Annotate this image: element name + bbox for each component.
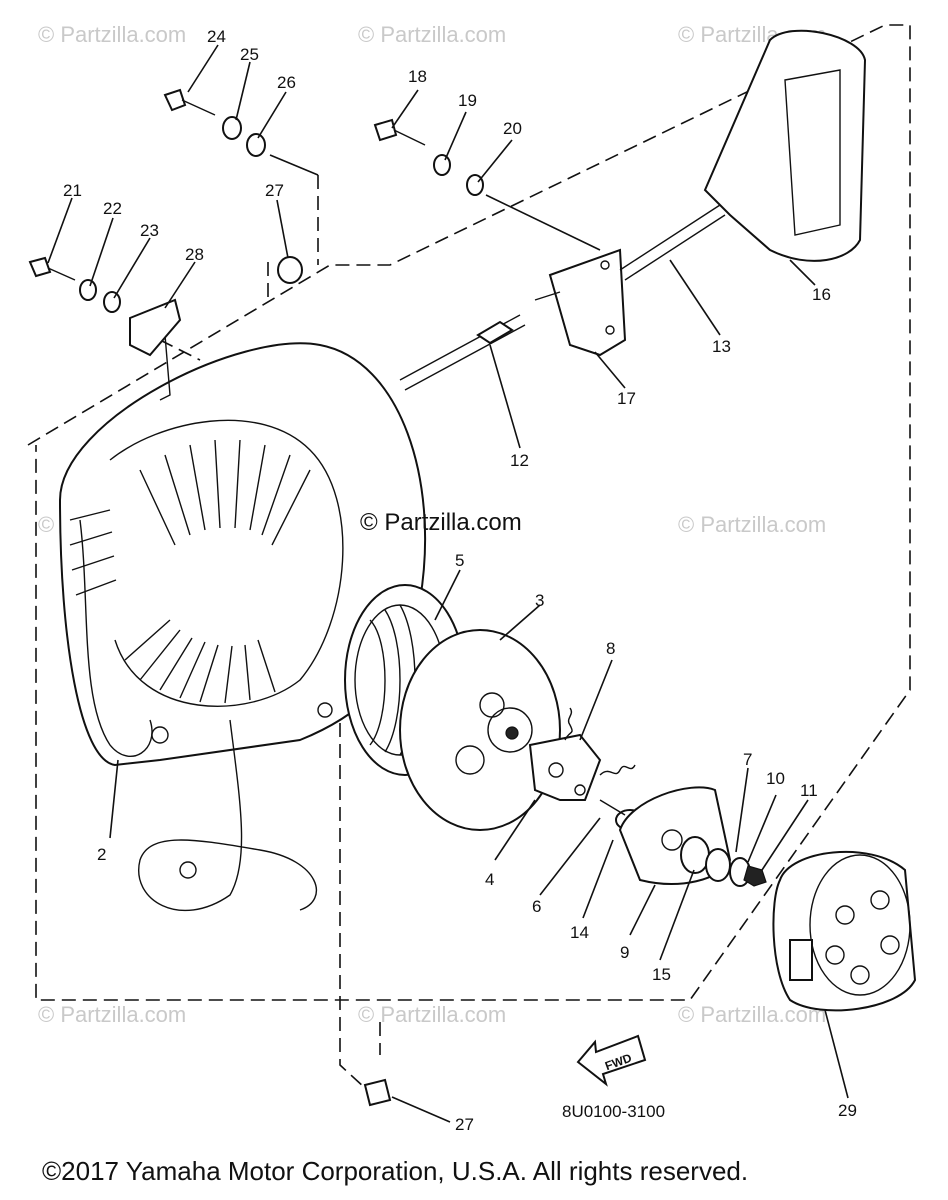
callout-9: 9 bbox=[620, 943, 629, 962]
callout-22: 22 bbox=[103, 199, 122, 218]
callout-18: 18 bbox=[408, 67, 427, 86]
watermark: © Partzilla.com bbox=[358, 22, 506, 47]
callout-7: 7 bbox=[743, 750, 752, 769]
callout-23: 23 bbox=[140, 221, 159, 240]
callout-21: 21 bbox=[63, 181, 82, 200]
callout-27-bottom: 27 bbox=[455, 1115, 474, 1134]
callout-27-top: 27 bbox=[265, 181, 284, 200]
copyright-footer: ©2017 Yamaha Motor Corporation, U.S.A. A… bbox=[42, 1156, 748, 1186]
center-watermark: © Partzilla.com bbox=[360, 509, 522, 536]
leader-lines bbox=[47, 44, 849, 1123]
callout-11: 11 bbox=[800, 781, 818, 800]
starter-cap bbox=[772, 850, 917, 1012]
fan-fins bbox=[69, 439, 311, 704]
watermark: © Partzilla.com bbox=[358, 1002, 506, 1027]
ground-wire bbox=[138, 719, 317, 912]
callout-14: 14 bbox=[570, 923, 589, 942]
diagram-part-number: 8U0100-3100 bbox=[562, 1102, 665, 1121]
fwd-arrow-icon: FWD bbox=[576, 1034, 647, 1087]
callout-8: 8 bbox=[606, 639, 615, 658]
callout-20: 20 bbox=[503, 119, 522, 138]
callout-24: 24 bbox=[207, 27, 226, 46]
watermark: © Partzilla.com bbox=[678, 512, 826, 537]
callout-10: 10 bbox=[766, 769, 785, 788]
callout-2: 2 bbox=[97, 845, 106, 864]
callout-28: 28 bbox=[185, 245, 204, 264]
callout-16: 16 bbox=[812, 285, 831, 304]
cable-bracket bbox=[534, 248, 627, 357]
callout-5: 5 bbox=[455, 551, 464, 570]
starter-handle bbox=[619, 29, 867, 281]
watermark: © Partzilla.com bbox=[38, 1002, 186, 1027]
starter-case bbox=[58, 334, 427, 767]
callout-29: 29 bbox=[838, 1101, 857, 1120]
callout-labels: 2 3 4 5 6 7 8 9 10 11 12 13 14 15 16 17 … bbox=[63, 27, 857, 1134]
pawl-assembly bbox=[528, 707, 602, 801]
callout-19: 19 bbox=[458, 91, 477, 110]
watermark: © Partzilla.com bbox=[38, 22, 186, 47]
callout-25: 25 bbox=[240, 45, 259, 64]
starter-cable bbox=[399, 314, 526, 391]
reel-drum bbox=[344, 584, 561, 831]
assembly-boundary bbox=[27, 24, 911, 1089]
callout-12: 12 bbox=[510, 451, 529, 470]
callout-15: 15 bbox=[652, 965, 671, 984]
hardware-stack bbox=[680, 836, 767, 887]
callout-6: 6 bbox=[532, 897, 541, 916]
callout-13: 13 bbox=[712, 337, 731, 356]
callout-4: 4 bbox=[485, 870, 494, 889]
callout-17: 17 bbox=[617, 389, 636, 408]
callout-3: 3 bbox=[535, 591, 544, 610]
callout-26: 26 bbox=[277, 73, 296, 92]
